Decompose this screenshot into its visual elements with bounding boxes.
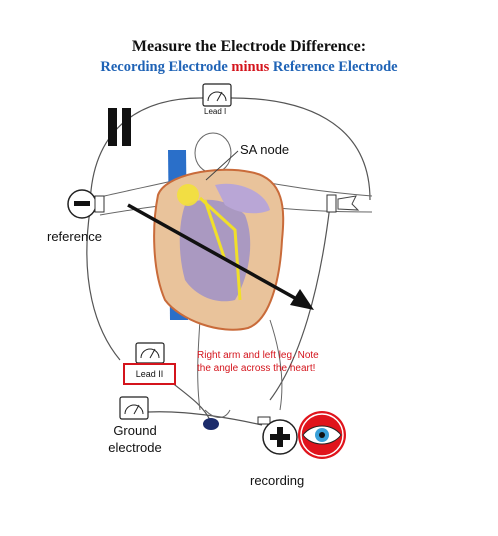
lead-ii-axis-arrow — [127, 203, 314, 310]
body-outline — [99, 132, 373, 418]
lead-ii-meter-icon — [135, 342, 165, 364]
sa-node-label: SA node — [240, 142, 290, 157]
ground-label-line2: electrode — [108, 440, 162, 455]
heart-illustration — [153, 168, 285, 331]
page-title: Measure the Electrode Difference: — [131, 38, 367, 55]
ground-label-line1: Ground — [113, 423, 157, 438]
recording-label: recording — [250, 473, 305, 488]
lead-i-meter-icon — [202, 83, 232, 107]
lead-ii-label: Lead II — [123, 363, 176, 385]
left-arm-electrode-icon — [326, 194, 360, 213]
subtitle-recording: Recording Electrode — [100, 59, 232, 75]
lead-i-label: Lead I — [204, 107, 227, 116]
recording-electrode-icon — [257, 416, 298, 455]
subtitle-reference: Reference Electrode — [269, 59, 398, 75]
ground-electrode-dot — [203, 418, 219, 430]
sa-node-pointer — [205, 150, 239, 181]
angle-note: Right arm and left leg. Note the angle a… — [197, 350, 319, 374]
page-subtitle: Recording Electrode minus Reference Elec… — [0, 59, 498, 76]
reference-electrode-icon — [67, 189, 105, 219]
eye-icon — [298, 411, 346, 459]
ground-electrode-label: Ground electrode — [105, 422, 165, 456]
ground-meter-icon — [119, 396, 149, 420]
subtitle-minus: minus — [231, 59, 270, 75]
lead-ii-numeral-glyph — [108, 108, 131, 146]
reference-label: reference — [47, 229, 102, 244]
